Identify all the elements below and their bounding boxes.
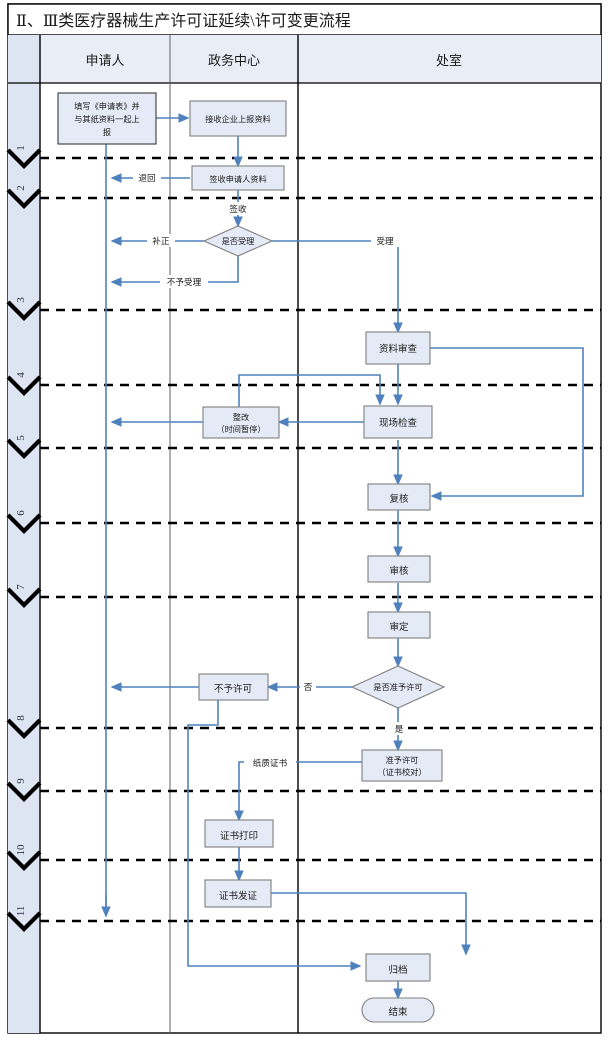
edge-n15-archive [271,892,471,956]
node-rectification-time-paused[interactable]: 整改 （时间暂停） [202,406,280,439]
edge-label-correction: 补正 [152,235,170,246]
node-label-line-2: 报 [103,127,111,137]
node-label: 签收申请人资料 [209,174,266,184]
node-label-line-1: （证书校对） [377,767,426,777]
node-label: 审核 [389,565,409,577]
chevron-6 [6,513,42,534]
node-label: 接收企业上报资料 [205,114,271,124]
node-fill-application-form[interactable]: 填写《申请表》并 与其纸资料一起上 报 [57,92,157,145]
edge-n4-reject [110,256,239,287]
step-number-6: 6 [15,510,27,516]
node-onsite-inspection[interactable]: 现场检查 [363,405,433,439]
edge-label-group: 退回 签收 补正 不予受理 受理 否 是 纸质证书 [133,171,407,769]
step-number-8: 8 [15,715,27,721]
node-label-line-0: 填写《申请表》并 [74,101,140,111]
edge-label-return: 退回 [138,173,155,183]
lane-header-government-center: 政务中心 [208,53,260,68]
step-number-5: 5 [15,435,27,441]
node-label: 审定 [389,621,409,633]
step-number-4: 4 [15,372,27,378]
node-label-line-0: 准予许可 [386,755,419,765]
step-number-1: 1 [15,145,27,151]
step-number-3: 3 [15,297,27,303]
chevron-10 [6,850,42,871]
node-certificate-printing[interactable]: 证书打印 [204,819,274,848]
step-number-2: 2 [15,185,27,191]
node-receive-enterprise-materials[interactable]: 接收企业上报资料 [189,100,287,137]
step-number-9: 9 [15,778,27,784]
step-number-11: 11 [15,906,27,917]
step-band [8,35,40,1033]
edge-label-signed: 签收 [229,203,247,214]
edge-label-accepted: 受理 [376,235,394,246]
chevron-9 [6,781,42,802]
step-dividers [40,156,601,923]
chevron-8 [6,718,42,739]
node-sign-receipt-applicant-materials[interactable]: 签收申请人资料 [191,165,285,191]
node-examination[interactable]: 审核 [367,555,431,583]
chevron-2 [6,188,42,209]
step-numbers: 1 2 3 4 5 6 7 8 9 10 11 [15,145,27,916]
edge-n13-paper-cert [234,761,362,822]
node-label-line-0: 整改 [233,412,249,422]
connectors [101,113,584,1000]
node-material-review[interactable]: 资料审查 [365,331,431,365]
chevron-5 [6,438,42,459]
lane-header-department-office: 处室 [436,53,462,68]
node-recheck[interactable]: 复核 [367,483,431,511]
chevron-7 [6,587,42,608]
node-label: 现场检查 [379,417,418,429]
node-label: 结束 [388,1006,408,1018]
node-label: 证书发证 [219,890,258,902]
node-label: 证书打印 [220,830,258,842]
node-label: 资料审查 [379,343,418,355]
edge-label-no: 否 [304,682,313,692]
node-approval-decision[interactable]: 审定 [367,611,431,639]
node-license-granted-cert-proofread[interactable]: 准予许可 （证书校对） [361,749,443,782]
node-label: 不予许可 [214,683,252,695]
chevron-1 [6,148,42,169]
edge-label-not-accepted: 不予受理 [167,276,202,287]
outer-frame [7,3,602,1034]
lane-header-applicant: 申请人 [85,53,124,68]
node-label: 归档 [388,964,407,976]
node-decision-accept-or-not[interactable]: 是否受理 [202,225,274,257]
node-label: 复核 [389,493,409,505]
node-end[interactable]: 结束 [361,997,435,1023]
step-number-10: 10 [15,844,27,856]
node-label-line-1: 与其纸资料一起上 [74,114,140,124]
node-license-denied[interactable]: 不予许可 [198,673,269,701]
node-label: 是否受理 [222,236,255,246]
edge-label-yes: 是 [395,724,404,734]
edge-n5-n8 [430,347,584,501]
edge-rectify-back-n7 [238,374,385,407]
lane-header-background [40,35,601,83]
step-number-7: 7 [15,584,27,590]
chevron-11 [6,911,42,932]
edge-label-paper-certificate: 纸质证书 [253,757,288,768]
title-bar [7,3,602,36]
chevron-4 [6,375,42,396]
edge-deny-archive [187,700,362,971]
page-title: Ⅱ、Ⅲ类医疗器械生产许可证延续\许可变更流程 [16,12,351,30]
node-decision-grant-license[interactable]: 是否准予许可 [350,665,446,709]
node-certificate-issuance[interactable]: 证书发证 [204,879,272,908]
node-label-line-1: （时间暂停） [216,424,265,434]
node-label: 是否准予许可 [373,682,422,692]
step-chevrons [6,148,42,932]
node-archive[interactable]: 归档 [365,953,431,982]
chevron-3 [6,300,42,321]
